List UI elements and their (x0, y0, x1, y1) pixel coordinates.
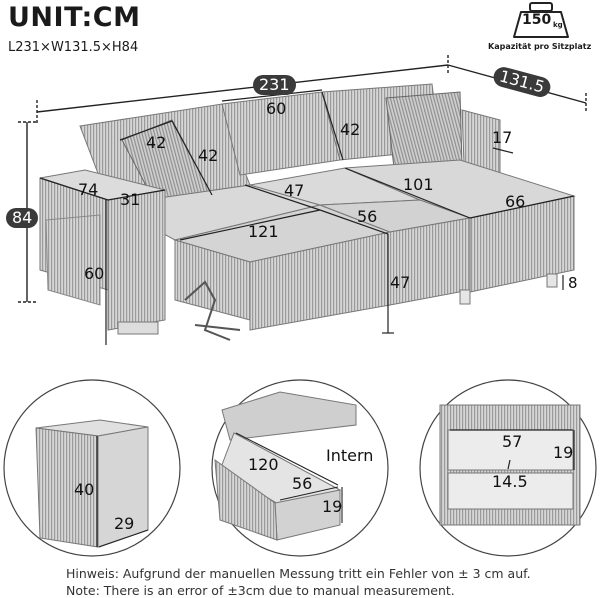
storage-length: 120 (248, 455, 279, 474)
back-cushion-height: 42 (340, 120, 361, 139)
storage-depth: 19 (322, 497, 343, 516)
storage-label: Intern (326, 446, 374, 465)
drawer-height: 19 (553, 443, 574, 462)
chaise-armrest-width: 17 (492, 128, 513, 147)
note-german: Hinweis: Aufgrund der manuellen Messung … (66, 566, 531, 581)
ottoman-height: 40 (74, 480, 95, 499)
chaise-width: 66 (505, 192, 526, 211)
height-badge: 84 (6, 208, 39, 228)
unit-title: UNIT:CM (8, 2, 141, 33)
drawer-width: 57 (502, 432, 523, 451)
overall-dimensions: L231×W131.5×H84 (8, 40, 139, 55)
capacity-label: Kapazität pro Sitzplatz (488, 42, 592, 51)
chaise-length: 101 (403, 175, 434, 194)
pillow-height: 42 (198, 146, 219, 165)
note-english: Note: There is an error of ±3cm due to m… (66, 583, 455, 598)
leg-height: 8 (568, 274, 578, 292)
capacity-value: 150 (522, 12, 552, 28)
length-badge: 231 (253, 75, 296, 95)
armrest-depth: 74 (78, 180, 99, 199)
armrest-height: 60 (84, 264, 105, 283)
pillow-width: 42 (146, 133, 167, 152)
bed-extension-depth: 56 (357, 207, 378, 226)
seat-depth: 47 (284, 181, 305, 200)
ottoman-width: 29 (114, 514, 135, 533)
weight-icon (513, 2, 569, 38)
seat-height: 47 (390, 273, 411, 292)
bed-width: 121 (248, 222, 279, 241)
armrest-width: 31 (120, 190, 141, 209)
drawer-inner-height: 14.5 (492, 472, 528, 491)
storage-width: 56 (292, 474, 313, 493)
back-cushion-width: 60 (266, 99, 287, 118)
capacity-unit: kg (553, 21, 563, 29)
